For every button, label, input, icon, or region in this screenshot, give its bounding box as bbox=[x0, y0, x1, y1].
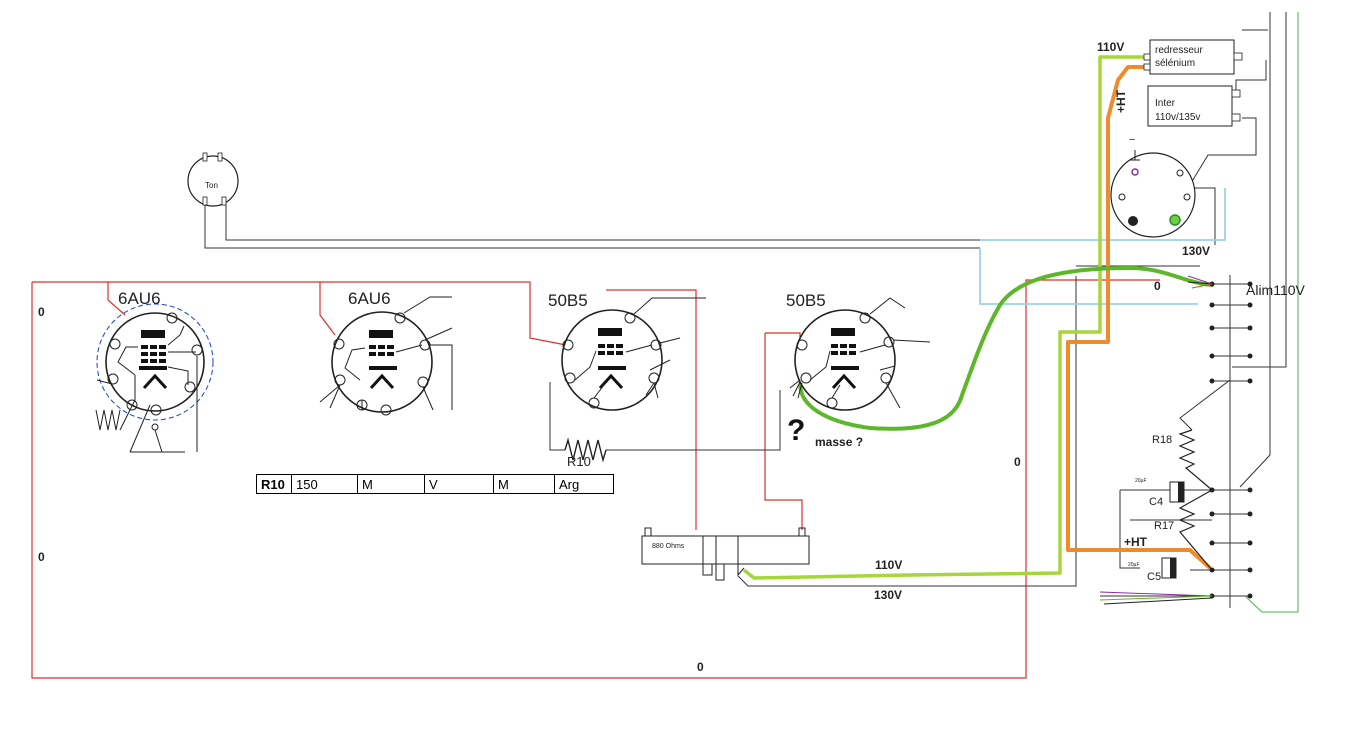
capacitor-c4 bbox=[1169, 481, 1185, 503]
tube-1 bbox=[95, 303, 214, 453]
tube-3-label: 50B5 bbox=[548, 291, 588, 310]
resistor-880 bbox=[641, 527, 810, 581]
component-table: R10 150 M V M Arg bbox=[256, 474, 614, 494]
tube-2-envelope bbox=[331, 311, 433, 413]
label-zero-left-top: 0 bbox=[38, 305, 45, 319]
table-cell: M bbox=[357, 474, 425, 494]
tube-4-envelope bbox=[794, 309, 896, 411]
label-130v-right: 130V bbox=[1182, 244, 1210, 258]
switch-label-2: 110v/135v bbox=[1155, 112, 1200, 123]
tube-3 bbox=[561, 297, 706, 411]
masse-label: masse ? bbox=[815, 435, 863, 449]
c4-small-label: 20µF bbox=[1135, 478, 1147, 484]
r17-label: R17 bbox=[1154, 520, 1174, 532]
alim-label: Alim110V bbox=[1246, 282, 1306, 298]
tube-2-label: 6AU6 bbox=[348, 289, 391, 308]
light-blue-wires bbox=[979, 188, 1226, 305]
ton-connector bbox=[187, 152, 239, 207]
label-ht-bottom: +HT bbox=[1124, 535, 1148, 549]
capacitor-c5 bbox=[1161, 557, 1177, 579]
tube-4-label: 50B5 bbox=[786, 291, 826, 310]
table-cell: V bbox=[424, 474, 494, 494]
rectifier-label-2: sélénium bbox=[1155, 58, 1195, 69]
label-zero-right: 0 bbox=[1154, 279, 1161, 293]
table-cell: Arg bbox=[554, 474, 614, 494]
label-zero-mid: 0 bbox=[1014, 455, 1021, 469]
switch-box bbox=[1147, 85, 1233, 127]
tube-3-envelope bbox=[561, 309, 663, 411]
switch-label-1: Inter bbox=[1155, 98, 1176, 109]
colored-lead-wires bbox=[1099, 275, 1213, 605]
label-130v-bottom: 130V bbox=[874, 588, 902, 602]
tube-4 bbox=[789, 297, 931, 411]
table-row: R10 150 M V M Arg bbox=[256, 474, 614, 494]
tube-1-label: 6AU6 bbox=[118, 289, 161, 308]
ton-label: Ton bbox=[205, 181, 218, 190]
label-110v-bottom: 110V bbox=[875, 558, 902, 572]
r10-resistor bbox=[564, 437, 607, 463]
label-ht-top: +HT bbox=[1114, 89, 1128, 113]
table-cell: 150 bbox=[291, 474, 358, 494]
tube-2 bbox=[319, 296, 453, 416]
black-wiring bbox=[204, 12, 1287, 608]
question-mark: ? bbox=[787, 414, 805, 447]
tube-1-internals bbox=[141, 330, 166, 363]
terminal-strip bbox=[1209, 281, 1253, 599]
table-cell: R10 bbox=[256, 474, 292, 494]
green-hand-drawn-wire bbox=[798, 265, 1214, 431]
resistor-880-label: 880 Ohms bbox=[652, 543, 685, 550]
ground-symbol: − bbox=[1129, 134, 1135, 146]
orange-ht-wire bbox=[1066, 65, 1212, 570]
rectifier-label-1: redresseur bbox=[1155, 45, 1203, 56]
label-zero-left-mid: 0 bbox=[38, 550, 45, 564]
c5-label: C5 bbox=[1147, 571, 1161, 583]
lime-110v-wire bbox=[742, 55, 1144, 580]
c5-small-label: 20µF bbox=[1128, 562, 1140, 568]
label-zero-bottom: 0 bbox=[697, 660, 704, 674]
power-socket bbox=[1110, 150, 1196, 238]
label-110v-top: 110V bbox=[1097, 40, 1124, 54]
c4-label: C4 bbox=[1149, 496, 1163, 508]
green-thin-wire bbox=[1244, 12, 1299, 613]
r18-label: R18 bbox=[1152, 434, 1172, 446]
r10-label: R10 bbox=[567, 454, 591, 469]
table-cell: M bbox=[493, 474, 555, 494]
tube-1-dashed-ring bbox=[96, 303, 214, 421]
r17-resistor bbox=[1178, 489, 1213, 571]
r18-resistor bbox=[1178, 429, 1213, 491]
